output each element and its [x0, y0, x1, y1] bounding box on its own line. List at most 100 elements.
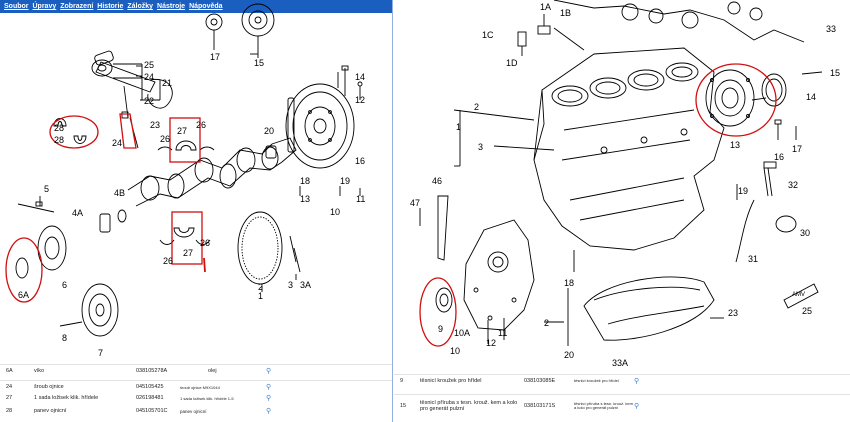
callout-11: 11	[356, 194, 365, 204]
callout-12: 12	[486, 338, 496, 348]
table-row[interactable]: 9 těsnicí kroužek pro hřídel 038103085E …	[394, 376, 850, 386]
menu-upravy[interactable]: Úpravy	[32, 3, 57, 10]
left-parts-table: 6A víko 038105278A olej ⚲ 24 šroub ojnic…	[0, 364, 392, 422]
callout-6A: 6A	[18, 290, 29, 300]
table-row[interactable]: 28 panev ojnicní 045105701C panev ojnicn…	[0, 406, 392, 416]
highlight-28	[49, 115, 99, 149]
callout-26c: 26	[163, 256, 173, 266]
row-pos: 6A	[6, 368, 13, 374]
table-row[interactable]: 27 1 sada ložisek klik. hřídele 02619848…	[0, 393, 392, 403]
callout-14: 14	[355, 72, 365, 82]
callout-25: 25	[802, 306, 812, 316]
callout-5: 5	[44, 184, 49, 194]
callout-4A: 4A	[72, 208, 83, 218]
menu-soubor[interactable]: Soubor	[4, 3, 29, 10]
crankshaft-exploded-diagram: 17 15 25 24 21 22 23 28 28 24 27 26 26 1…	[5, 3, 365, 358]
table-row[interactable]: 6A víko 038105278A olej ⚲	[0, 366, 392, 376]
callout-17: 17	[210, 52, 220, 62]
pin-icon[interactable]: ⚲	[266, 368, 272, 375]
menu-zobrazeni[interactable]: Zobrazení	[60, 3, 94, 10]
red-highlight-group	[5, 113, 206, 303]
left-diagram-panel: Soubor Úpravy Zobrazení Historie Záložky…	[0, 0, 393, 422]
callout-15: 15	[830, 68, 840, 78]
row-name: víko	[34, 368, 45, 374]
callout-26d: 26	[200, 238, 210, 248]
right-diagram-panel: 1A 1B 1C 1D 33 15 14 2 1 3 13 16 17 32 4…	[394, 0, 850, 422]
table-row[interactable]: 15 těsnicí příruba s tesn. krouž. kem a …	[394, 398, 850, 414]
highlight-27-lower	[171, 211, 203, 265]
callout-20: 20	[564, 350, 574, 360]
callout-10: 10	[450, 346, 460, 356]
table-row[interactable]: 24 šroub ojnice 045105425 šroub ojnice M…	[0, 382, 392, 392]
callout-8: 8	[62, 333, 67, 343]
row-pos: 27	[6, 395, 13, 401]
callout-3: 3	[478, 142, 483, 152]
row-note: těsnicí příruba s tesn. krouž. kem a kol…	[574, 400, 633, 410]
callout-13: 13	[730, 140, 740, 150]
row-part: 045105425	[136, 384, 164, 390]
row-name: těsnicí příruba s tesn. krouž. kem a kol…	[420, 400, 518, 412]
row-pos: 24	[6, 384, 13, 390]
row-name: panev ojnicní	[34, 408, 67, 414]
callout-11: 11	[498, 328, 507, 338]
callout-19: 19	[340, 176, 350, 186]
callout-24b: 24	[112, 138, 122, 148]
row-part: 038103085E	[524, 378, 556, 384]
callout-16: 16	[774, 152, 784, 162]
callout-2: 2	[474, 102, 479, 112]
highlight-15-flange	[695, 63, 777, 137]
callout-2b: 2	[544, 318, 549, 328]
pin-icon[interactable]: ⚲	[266, 408, 272, 415]
callout-4B: 4B	[114, 188, 125, 198]
highlight-24	[119, 113, 137, 149]
callout-32: 32	[788, 180, 798, 190]
menu-historie[interactable]: Historie	[97, 3, 124, 10]
callout-17: 17	[792, 144, 802, 154]
row-pos: 9	[400, 378, 404, 384]
callout-23: 23	[150, 120, 160, 130]
callout-10: 10	[330, 207, 340, 217]
callout-7: 7	[98, 348, 103, 358]
tube-label-amv: AMV	[792, 292, 805, 298]
callout-1B: 1B	[560, 8, 571, 18]
menu-bar: Soubor Úpravy Zobrazení Historie Záložky…	[0, 0, 392, 13]
row-note: olej	[208, 368, 217, 374]
callout-25: 25	[144, 60, 154, 70]
callout-21: 21	[162, 78, 172, 88]
callout-6: 6	[62, 280, 67, 290]
row-name: těsnicí kroužek pro hřídel	[420, 378, 482, 384]
row-pos: 28	[6, 408, 13, 414]
callout-47: 47	[410, 198, 420, 208]
row-name: šroub ojnice	[34, 384, 64, 390]
callout-20: 20	[264, 126, 274, 136]
pin-icon[interactable]: ⚲	[634, 378, 640, 385]
row-note: těsnicí kroužek pro hřídel	[574, 377, 619, 383]
highlight-6A	[5, 237, 43, 303]
callout-3: 3	[288, 280, 293, 290]
callout-12: 12	[355, 95, 365, 105]
callout-2: 2	[258, 282, 263, 292]
pin-icon[interactable]: ⚲	[266, 384, 272, 391]
callout-33A: 33A	[612, 358, 628, 368]
callout-18: 18	[564, 278, 574, 288]
pin-icon[interactable]: ⚲	[266, 395, 272, 402]
row-part: 038105278A	[136, 368, 168, 374]
callout-27a: 27	[177, 126, 187, 136]
callout-14: 14	[806, 92, 816, 102]
callout-9: 9	[438, 324, 443, 334]
menu-napoveda[interactable]: Nápověda	[189, 3, 223, 10]
callout-28a: 28	[54, 123, 64, 133]
callout-24: 24	[144, 72, 154, 82]
callout-46: 46	[432, 176, 442, 186]
pin-icon[interactable]: ⚲	[634, 403, 640, 410]
callout-27b: 27	[183, 248, 193, 258]
callout-18: 18	[300, 176, 310, 186]
red-highlight-group-right	[419, 63, 777, 347]
menu-nastroje[interactable]: Nástroje	[157, 3, 186, 10]
callout-19: 19	[738, 186, 748, 196]
callout-1: 1	[456, 122, 461, 132]
row-note: panev ojnicní	[180, 408, 207, 414]
row-part: 038103171S	[524, 403, 556, 409]
right-parts-table: 9 těsnicí kroužek pro hřídel 038103085E …	[394, 374, 850, 422]
menu-zalozky[interactable]: Záložky	[127, 3, 154, 10]
